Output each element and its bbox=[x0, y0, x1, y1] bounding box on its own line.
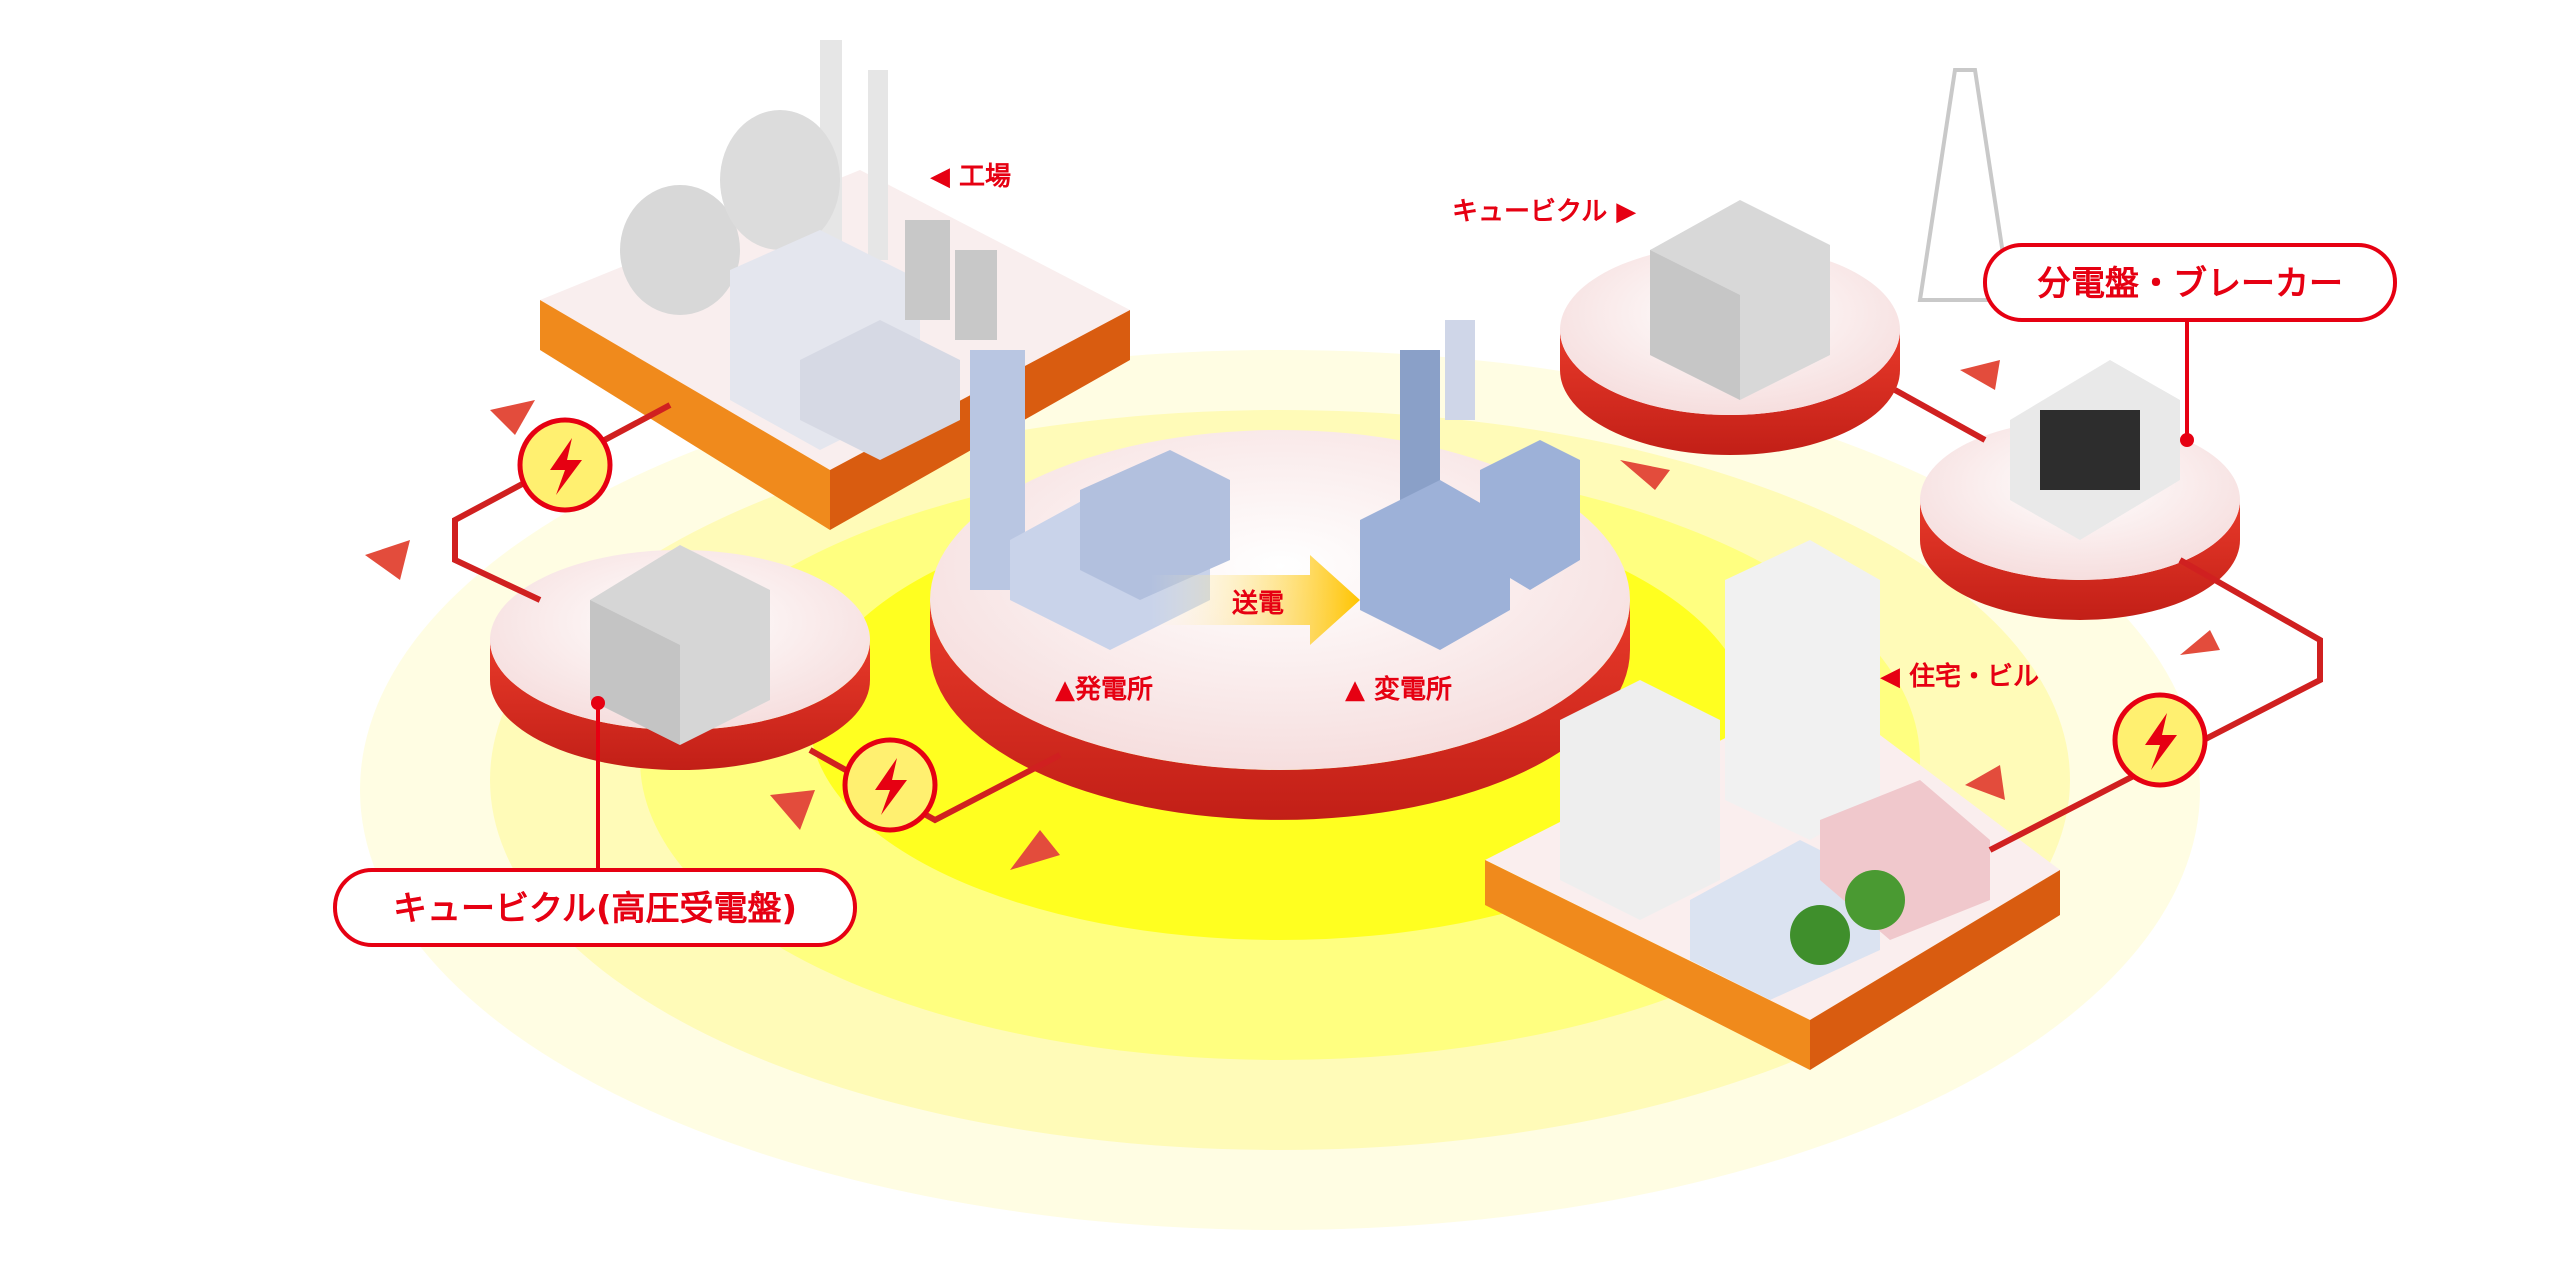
factory-building bbox=[800, 320, 960, 460]
lightning-badge-right bbox=[2112, 692, 2208, 788]
arrow-icon bbox=[1620, 460, 1670, 490]
housing-platform bbox=[1485, 540, 2060, 1070]
label-power-plant: ▲発電所 bbox=[1055, 675, 1153, 705]
lightning-icon bbox=[875, 758, 907, 815]
arrow-icon bbox=[490, 400, 535, 435]
arrow-icon bbox=[1960, 360, 2000, 390]
apartment-building bbox=[1560, 680, 1720, 920]
transmission-arrow-icon bbox=[1150, 555, 1360, 645]
tree bbox=[1845, 870, 1905, 930]
badge-distribution-board-text: 分電盤・ブレーカー bbox=[2037, 264, 2343, 304]
label-transmission: 送電 bbox=[1232, 589, 1284, 619]
cooling-tower bbox=[620, 185, 740, 315]
arrow-icon bbox=[2180, 630, 2220, 655]
storage-tank bbox=[955, 250, 997, 340]
arrow-icon bbox=[1965, 765, 2005, 800]
tree bbox=[1790, 905, 1850, 965]
distribution-board-platform bbox=[1920, 320, 2240, 620]
lightning-badge-left bbox=[517, 417, 613, 513]
label-cubicle-top: キュービクル ▶ bbox=[1452, 197, 1636, 227]
office-tower bbox=[1725, 540, 1880, 840]
cubicle-left-platform bbox=[490, 545, 870, 870]
arrow-icon bbox=[770, 790, 815, 830]
badge-cubicle-high-voltage: キュービクル(高圧受電盤) bbox=[333, 868, 857, 947]
cooling-tower bbox=[720, 110, 840, 250]
label-substation: ▲ 変電所 bbox=[1345, 674, 1452, 705]
label-factory: ◀ 工場 bbox=[930, 162, 1011, 192]
flow-arrows bbox=[365, 360, 2220, 870]
arrow-icon bbox=[365, 540, 410, 580]
lightning-badge-center bbox=[842, 737, 938, 833]
cubicle-top-platform bbox=[1560, 68, 2013, 455]
badge-cubicle-high-voltage-text: キュービクル(高圧受電盤) bbox=[393, 889, 797, 929]
badge-distribution-board: 分電盤・ブレーカー bbox=[1983, 243, 2397, 322]
storage-tank bbox=[905, 220, 950, 320]
arrow-icon bbox=[1010, 830, 1060, 870]
label-housing: ◀ 住宅・ビル bbox=[1880, 661, 2039, 692]
chimney bbox=[868, 70, 888, 260]
lightning-icon bbox=[2145, 713, 2177, 770]
breaker-panel bbox=[2040, 410, 2140, 490]
substation bbox=[1360, 320, 1580, 650]
center-platform bbox=[930, 320, 1630, 820]
lightning-icon bbox=[550, 438, 582, 495]
